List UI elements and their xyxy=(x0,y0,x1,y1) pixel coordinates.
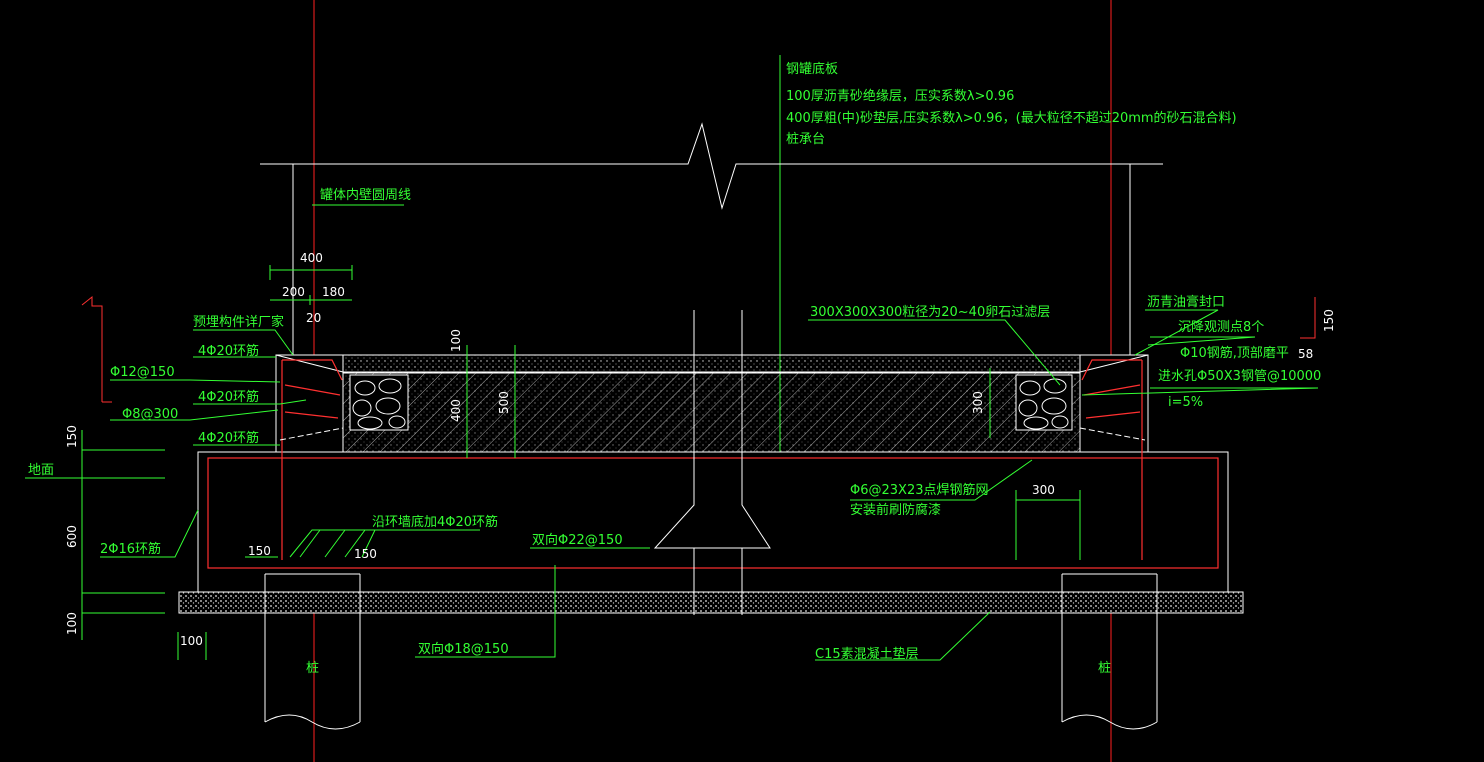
dim-180: 180 xyxy=(322,285,345,299)
dim-150-left-top: 150 xyxy=(65,425,79,448)
settle-label-2: Φ10钢筋,顶部磨平 xyxy=(1180,345,1289,361)
asphalt-seal-label: 沥青油膏封口 xyxy=(1147,294,1225,310)
pile-left xyxy=(264,573,361,730)
ring-wall-right-chamfer xyxy=(1079,354,1149,373)
leader-lines xyxy=(25,204,1319,661)
dim-100-left: 100 xyxy=(65,612,79,635)
slope-label: i=5% xyxy=(1168,395,1203,410)
ring-wall-left-chamfer xyxy=(275,354,344,373)
filter-label: 300X300X300粒径为20~40卵石过滤层 xyxy=(810,305,1050,320)
sand-cushion-dots xyxy=(343,372,1080,452)
two-ring-label: 2Φ16环筋 xyxy=(100,541,161,557)
drain-label: 进水孔Φ50X3钢管@10000 xyxy=(1158,369,1321,384)
c15-cushion xyxy=(178,591,1244,614)
notes-line1: 100厚沥青砂绝缘层，压实系数λ>0.96 xyxy=(786,88,1014,104)
ring-label-a: 4Φ20环筋 xyxy=(198,343,259,359)
dim-150-inner-right: 150 xyxy=(354,547,377,561)
wall-line-label: 罐体内壁圆周线 xyxy=(320,187,411,203)
dim-100-bottom: 100 xyxy=(180,634,203,648)
level-mark-left xyxy=(81,295,112,403)
dim-58: 58 xyxy=(1298,347,1313,361)
dim-150-level-right: 150 xyxy=(1322,309,1336,332)
stirrup-label-b: Φ8@300 xyxy=(122,407,178,422)
mesh-label-1: Φ6@23X23点焊钢筋网 xyxy=(850,482,989,498)
dim-20: 20 xyxy=(306,311,321,325)
dim-100-asphalt: 100 xyxy=(449,329,463,352)
stirrup-label-a: Φ12@150 xyxy=(110,365,175,380)
tank-shell-line xyxy=(260,122,1163,210)
section-break-line xyxy=(653,310,771,615)
embedded-label: 预埋构件详厂家 xyxy=(193,314,284,330)
pile-right xyxy=(1061,573,1158,730)
notes-line2: 400厚粗(中)砂垫层,压实系数λ>0.96，(最大粒径不超过20mm的砂石混合… xyxy=(786,110,1237,126)
dim-150-inner-left: 150 xyxy=(248,544,271,558)
dim-200: 200 xyxy=(282,285,305,299)
notes-line3: 桩承台 xyxy=(786,132,825,147)
asphalt-layer xyxy=(342,354,1081,374)
dim-400-top: 400 xyxy=(300,251,323,265)
dim-600: 600 xyxy=(65,525,79,548)
notes-title: 钢罐底板 xyxy=(786,61,838,77)
ground-label: 地面 xyxy=(28,463,54,478)
c15-label: C15素混凝土垫层 xyxy=(815,646,919,662)
ring-label-c: 4Φ20环筋 xyxy=(198,430,259,446)
settle-label: 沉降观测点8个 xyxy=(1178,320,1264,335)
dim-500: 500 xyxy=(497,391,511,414)
pile-label-right: 桩 xyxy=(1098,661,1111,676)
gravel-filter-right xyxy=(1015,374,1073,431)
level-mark-right xyxy=(1300,297,1316,339)
pile-cap-rebar xyxy=(207,457,1219,569)
dim-300-horizontal: 300 xyxy=(1032,483,1055,497)
pile-label-left: 桩 xyxy=(306,661,319,676)
top-bar-label: 双向Φ22@150 xyxy=(532,532,623,548)
mesh-label-2: 安装前刷防腐漆 xyxy=(850,502,941,518)
dim-300-vertical: 300 xyxy=(971,391,985,414)
dim-400-sand: 400 xyxy=(449,399,463,422)
bot-bar-label: 双向Φ18@150 xyxy=(418,641,509,657)
gravel-filter-left xyxy=(349,374,409,431)
add-ring-label: 沿环墙底加4Φ20环筋 xyxy=(372,514,498,530)
ring-label-b: 4Φ20环筋 xyxy=(198,389,259,405)
drain-pipes xyxy=(279,427,1146,441)
pile-cap xyxy=(197,451,1229,593)
